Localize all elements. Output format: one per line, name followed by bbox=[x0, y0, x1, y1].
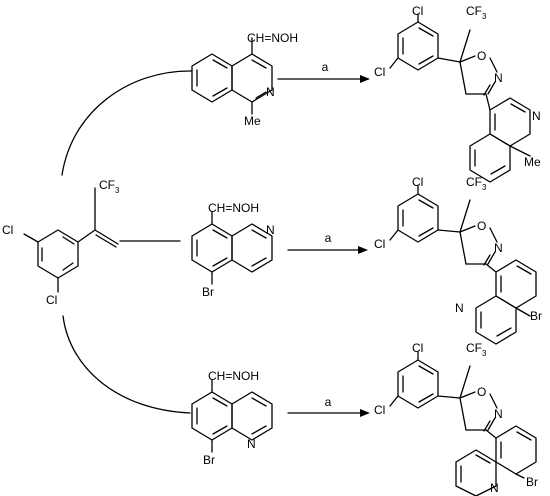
isoxazoline-oxygen-label: O bbox=[477, 385, 486, 399]
chloro-label-bottom: Cl bbox=[374, 237, 385, 251]
connector-arc-top bbox=[61, 70, 193, 176]
ring-nitrogen-label: N bbox=[266, 85, 275, 99]
product-1: Cl Cl CF3 O N N Me bbox=[374, 4, 541, 183]
condition-label: a bbox=[325, 395, 332, 409]
oxime-1: CH=NOH N Me bbox=[191, 31, 298, 128]
chloro-label-top: Cl bbox=[412, 4, 423, 18]
bromo-label: Br bbox=[526, 475, 538, 489]
cf3-label: CF3 bbox=[466, 4, 487, 21]
bromo-label: Br bbox=[203, 453, 215, 467]
ring-nitrogen-label: N bbox=[532, 109, 541, 123]
isoxazoline-nitrogen-label: N bbox=[494, 241, 503, 255]
ring-nitrogen-label: N bbox=[455, 301, 464, 315]
connector-arc-bottom bbox=[62, 315, 191, 414]
product-3: Cl Cl CF3 O N N Br bbox=[374, 341, 538, 496]
chloro-label-top: Cl bbox=[412, 341, 423, 355]
isoxazoline-oxygen-label: O bbox=[477, 219, 486, 233]
isoxazoline-oxygen-label: O bbox=[477, 49, 486, 63]
bromo-label: Br bbox=[202, 285, 214, 299]
methyl-label: Me bbox=[244, 114, 261, 128]
ring-nitrogen-label: N bbox=[247, 437, 256, 451]
oxime-label: CH=NOH bbox=[247, 31, 298, 45]
condition-label: a bbox=[322, 60, 329, 74]
methyl-label: Me bbox=[524, 155, 541, 169]
ring-nitrogen-label: N bbox=[490, 481, 499, 495]
oxime-label: CH=NOH bbox=[208, 369, 259, 383]
chloro-label-bottom: Cl bbox=[374, 403, 385, 417]
chloro-label-bottom: Cl bbox=[46, 293, 57, 307]
ring-nitrogen-label: N bbox=[266, 223, 275, 237]
bromo-label: Br bbox=[530, 309, 542, 323]
reaction-arrow-3: a bbox=[287, 395, 370, 417]
chloro-label-bottom: Cl bbox=[374, 65, 385, 79]
cf3-label: CF3 bbox=[99, 178, 120, 195]
starting-alkene: CF3 Cl Cl bbox=[2, 178, 120, 307]
isoxazoline-nitrogen-label: N bbox=[494, 71, 503, 85]
product-2: Cl Cl CF3 O N N Br bbox=[374, 175, 542, 345]
cf3-label: CF3 bbox=[466, 175, 487, 192]
chloro-label-top: Cl bbox=[412, 175, 423, 189]
oxime-2: CH=NOH N Br bbox=[191, 201, 275, 299]
reaction-arrow-2: a bbox=[287, 231, 368, 254]
oxime-3: CH=NOH N Br bbox=[191, 369, 273, 467]
chloro-label-top: Cl bbox=[2, 223, 13, 237]
reaction-arrow-1: a bbox=[277, 60, 370, 83]
isoxazoline-nitrogen-label: N bbox=[494, 407, 503, 421]
oxime-label: CH=NOH bbox=[208, 201, 259, 215]
condition-label: a bbox=[325, 231, 332, 245]
cf3-label: CF3 bbox=[466, 341, 487, 358]
